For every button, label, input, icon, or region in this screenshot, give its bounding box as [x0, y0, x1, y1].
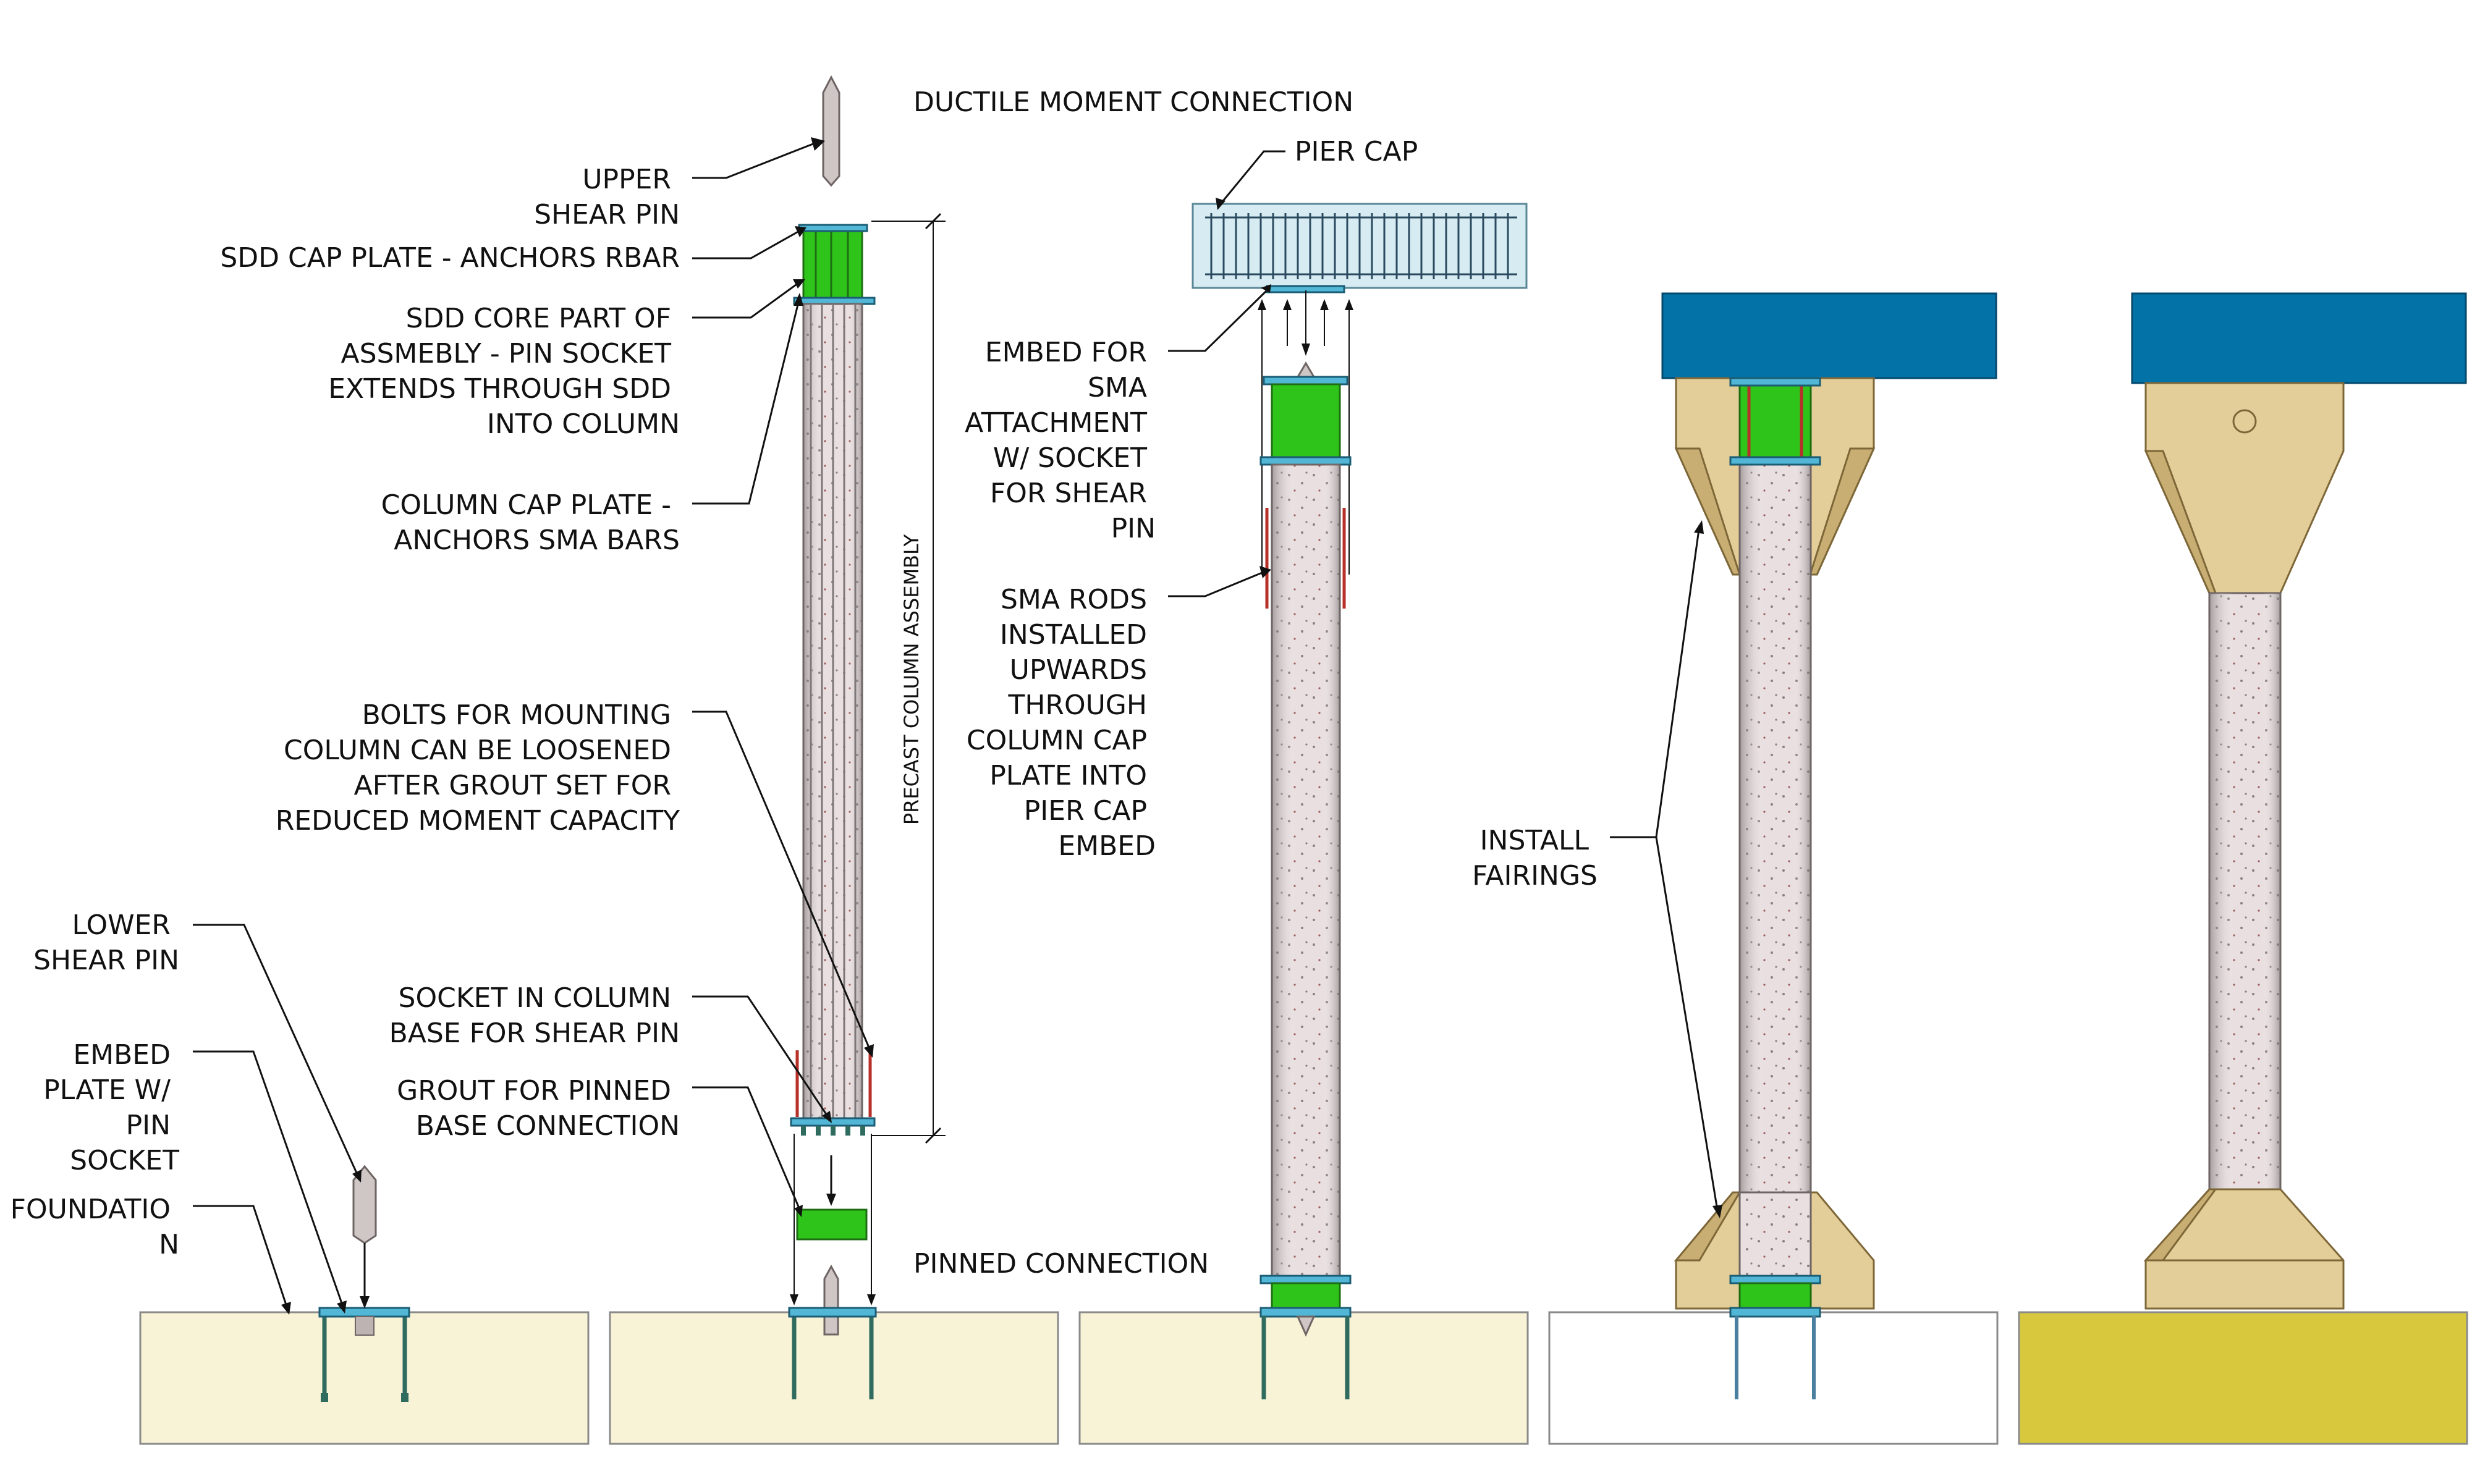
socket-column-base-label: SOCKET IN COLUMN BASE FOR SHEAR PIN — [389, 982, 680, 1049]
panel-1-embed — [318, 1165, 410, 1402]
labels: DUCTILE MOMENT CONNECTION PINNED CONNECT… — [11, 86, 1598, 1280]
embed-sma-line-6: PIN — [1111, 513, 1156, 544]
sdd-core-line-1: SDD CORE PART OF — [406, 303, 671, 334]
upper-shear-pin-line-1: UPPER — [582, 164, 671, 195]
embed-sma-line-5: FOR SHEAR — [990, 478, 1147, 509]
foundation-block-5 — [2018, 1311, 2468, 1445]
panel-4-fairings-section — [1661, 292, 1997, 1399]
sma-rods-line-2: INSTALLED — [1000, 619, 1147, 651]
sma-rods-line-1: SMA RODS — [1001, 584, 1147, 615]
column-cap-plate-line-1: COLUMN CAP PLATE - — [381, 489, 671, 521]
embed-sma-line-1: EMBED FOR — [985, 337, 1147, 368]
foundation-block-3 — [1078, 1311, 1529, 1445]
sma-rods-line-7: PIER CAP — [1024, 795, 1147, 827]
foundation-line-1: FOUNDATIO — [11, 1194, 171, 1225]
sdd-core-line-2: ASSMEBLY - PIN SOCKET — [341, 338, 671, 369]
panel-5-finished-column — [2131, 292, 2467, 1310]
foundation-line-2: N — [159, 1229, 179, 1260]
embed-plate-line-3: PIN — [126, 1110, 171, 1141]
lower-shear-pin — [352, 1165, 377, 1244]
embed-plate-line-4: SOCKET — [70, 1145, 179, 1176]
sdd-core-label: SDD CORE PART OF ASSMEBLY - PIN SOCKET E… — [328, 303, 680, 440]
foundation-block-4 — [1548, 1311, 1999, 1445]
sma-rods-label: SMA RODS INSTALLED UPWARDS THROUGH COLUM… — [967, 584, 1156, 862]
lower-shear-pin-line-2: SHEAR PIN — [33, 945, 179, 976]
sma-rods-line-8: EMBED — [1058, 830, 1156, 862]
embed-plate-label: EMBED PLATE W/ PIN SOCKET — [43, 1039, 179, 1176]
foundation-label: FOUNDATIO N — [11, 1194, 179, 1260]
upper-shear-pin — [822, 75, 840, 187]
upper-shear-pin-line-2: SHEAR PIN — [534, 199, 680, 230]
socket-column-base-line-2: BASE FOR SHEAR PIN — [389, 1018, 680, 1049]
panel-2-precast-column: PRECAST COLUMN ASSEMBLY — [788, 75, 946, 1399]
sma-rods-line-3: UPWARDS — [1010, 654, 1147, 686]
pier-cap-label: PIER CAP — [1295, 136, 1418, 167]
grout-block — [796, 1208, 868, 1241]
install-fairings-line-2: FAIRINGS — [1472, 860, 1598, 892]
grout-pinned-line-1: GROUT FOR PINNED — [397, 1075, 671, 1107]
column-cap-plate-line-2: ANCHORS SMA BARS — [394, 525, 680, 556]
pier-cap-block-final — [2131, 292, 2467, 384]
lower-shear-pin-line-1: LOWER — [72, 909, 171, 941]
pier-cap-block — [1661, 292, 1997, 379]
foundation-blocks — [139, 1311, 2468, 1445]
bolts-mounting-line-1: BOLTS FOR MOUNTING — [362, 699, 671, 731]
upper-shear-pin-label: UPPER SHEAR PIN — [534, 164, 680, 230]
bolts-mounting-label: BOLTS FOR MOUNTING COLUMN CAN BE LOOSENE… — [276, 699, 680, 837]
install-fairings-line-1: INSTALL — [1480, 825, 1589, 856]
embed-sma-label: EMBED FOR SMA ATTACHMENT W/ SOCKET FOR S… — [965, 337, 1156, 544]
leader-lines — [193, 137, 1722, 1315]
pinned-connection-title: PINNED CONNECTION — [913, 1248, 1209, 1280]
precast-column-assembly-dimension: PRECAST COLUMN ASSEMBLY — [900, 534, 923, 825]
socket-column-base-line-1: SOCKET IN COLUMN — [399, 982, 671, 1014]
grout-pinned-label: GROUT FOR PINNED BASE CONNECTION — [397, 1075, 680, 1142]
bolts-mounting-line-3: AFTER GROUT SET FOR — [354, 770, 671, 801]
install-fairings-label: INSTALL FAIRINGS — [1472, 825, 1598, 892]
sdd-core-line-3: EXTENDS THROUGH SDD — [328, 373, 671, 405]
bolts-mounting-line-2: COLUMN CAN BE LOOSENED — [284, 735, 671, 766]
lower-shear-pin-label: LOWER SHEAR PIN — [33, 909, 179, 976]
embed-sma-line-3: ATTACHMENT — [965, 407, 1147, 439]
column-cap-plate-label: COLUMN CAP PLATE - ANCHORS SMA BARS — [381, 489, 680, 556]
embed-sma-line-4: W/ SOCKET — [993, 442, 1147, 474]
sma-rods-line-5: COLUMN CAP — [967, 725, 1147, 756]
embed-plate-line-2: PLATE W/ — [43, 1074, 171, 1106]
embed-sma-line-2: SMA — [1088, 372, 1147, 403]
ductile-moment-connection-title: DUCTILE MOMENT CONNECTION — [913, 86, 1353, 118]
embed-plate-line-1: EMBED — [73, 1039, 171, 1071]
sma-rods-line-4: THROUGH — [1007, 689, 1147, 721]
sdd-cap-plate-label: SDD CAP PLATE - ANCHORS RBAR — [220, 242, 680, 274]
sdd-core-line-4: INTO COLUMN — [487, 408, 680, 440]
pier-cap-transparent — [1192, 203, 1528, 293]
bolts-mounting-line-4: REDUCED MOMENT CAPACITY — [276, 805, 680, 837]
grout-pinned-line-2: BASE CONNECTION — [416, 1110, 680, 1142]
sma-rods-line-6: PLATE INTO — [989, 760, 1147, 791]
panel-3-ductile-connection — [1192, 203, 1528, 1399]
